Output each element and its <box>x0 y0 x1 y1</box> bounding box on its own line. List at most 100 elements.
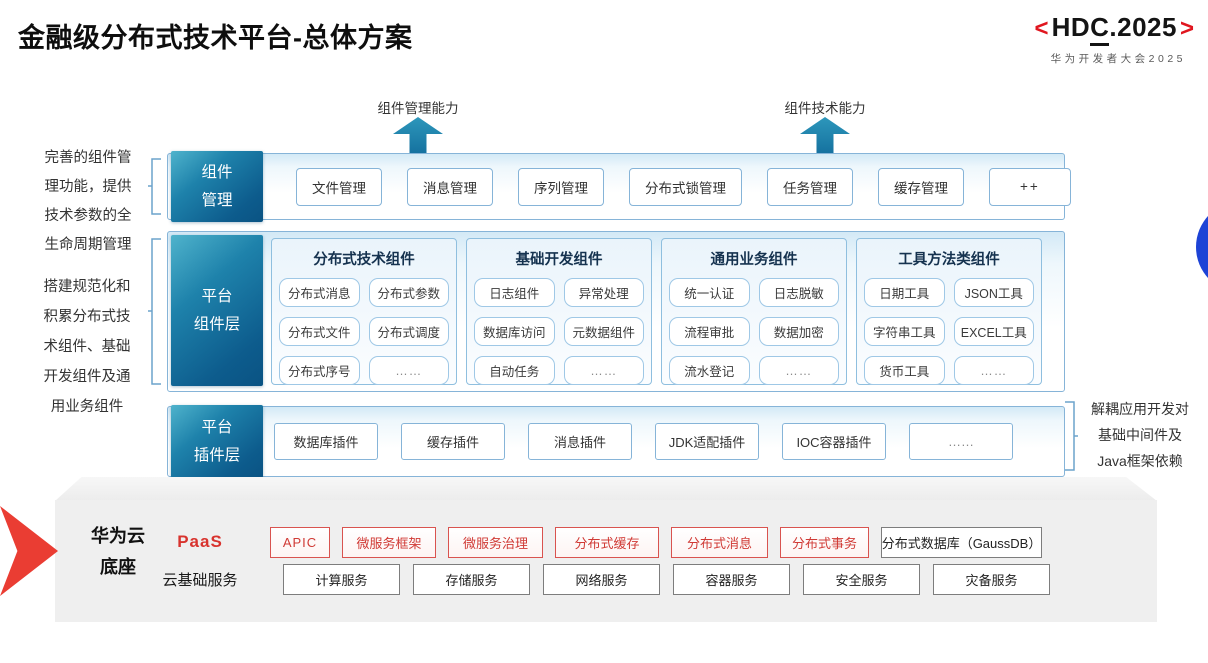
cloud-service-item: 灾备服务 <box>933 564 1050 595</box>
foundation-label: 华为云 底座 <box>91 526 145 577</box>
component-cell: 数据库访问 <box>474 317 555 346</box>
cloud-service-item: 计算服务 <box>283 564 400 595</box>
left-bracket-icon <box>148 158 161 215</box>
component-cell: EXCEL工具 <box>953 317 1034 346</box>
component-cell: 字符串工具 <box>864 317 945 346</box>
component-cell: 日期工具 <box>864 278 945 307</box>
cloud-service-item: 网络服务 <box>543 564 660 595</box>
component-cell: 统一认证 <box>669 278 750 307</box>
paas-tier-label: PaaS <box>177 532 223 551</box>
foundation-slab: 华为云 底座 PaaS 云基础服务 APIC 微服务框架 微服务治理 分布式缓存… <box>55 500 1157 622</box>
note-component-management: 完善的组件管 理功能，提供 技术参数的全 生命周期管理 <box>44 150 132 253</box>
component-cell: 分布式调度 <box>368 317 449 346</box>
plugin-item: JDK适配插件 <box>655 423 759 460</box>
cloud-service-item: 安全服务 <box>803 564 920 595</box>
red-chevron-icon <box>0 506 58 596</box>
paas-item: APIC <box>270 527 330 558</box>
management-item: 消息管理 <box>407 167 493 206</box>
component-cell: JSON工具 <box>953 278 1034 307</box>
paas-item: 分布式消息 <box>671 527 768 558</box>
management-item: 任务管理 <box>767 167 853 206</box>
component-cell: 异常处理 <box>563 278 644 307</box>
panel-title: 通用业务组件 <box>710 252 798 268</box>
left-bracket-icon <box>148 238 161 385</box>
component-cell-more: …… <box>563 356 644 385</box>
component-cell: 流程审批 <box>669 317 750 346</box>
blue-circle-decoration <box>1196 201 1208 293</box>
row-label-component-management: 组件 管理 <box>171 151 263 222</box>
plugin-items: 数据库插件 缓存插件 消息插件 JDK适配插件 IOC容器插件 …… <box>274 407 1013 476</box>
plugin-item: 缓存插件 <box>401 423 505 460</box>
panel-distributed-tech: 分布式技术组件 分布式消息 分布式参数 分布式文件 分布式调度 分布式序号 …… <box>271 238 457 385</box>
panel-grid: 分布式消息 分布式参数 分布式文件 分布式调度 分布式序号 …… <box>279 278 449 385</box>
logo-text-c: C <box>1090 12 1110 46</box>
component-cell: 元数据组件 <box>563 317 644 346</box>
component-cell: 货币工具 <box>864 356 945 385</box>
component-layer-panels: 分布式技术组件 分布式消息 分布式参数 分布式文件 分布式调度 分布式序号 ……… <box>271 238 1042 385</box>
management-item: 文件管理 <box>296 167 382 206</box>
cloud-service-items: 计算服务 存储服务 网络服务 容器服务 安全服务 灾备服务 <box>283 564 1050 595</box>
management-items: 文件管理 消息管理 序列管理 分布式锁管理 任务管理 缓存管理 ++ <box>296 154 1071 219</box>
row-label-plugin-layer: 平台 插件层 <box>171 405 263 478</box>
panel-title: 工具方法类组件 <box>898 252 1000 268</box>
panel-grid: 日志组件 异常处理 数据库访问 元数据组件 自动任务 …… <box>474 278 644 385</box>
component-cell: 日志脱敏 <box>758 278 839 307</box>
capability-label-management: 组件管理能力 <box>377 101 459 116</box>
component-cell: 日志组件 <box>474 278 555 307</box>
panel-tool-methods: 工具方法类组件 日期工具 JSON工具 字符串工具 EXCEL工具 货币工具 …… <box>856 238 1042 385</box>
panel-grid: 日期工具 JSON工具 字符串工具 EXCEL工具 货币工具 …… <box>864 278 1034 385</box>
component-cell: 自动任务 <box>474 356 555 385</box>
management-item: 缓存管理 <box>878 167 964 206</box>
management-item-more: ++ <box>989 167 1071 206</box>
component-cell-more: …… <box>758 356 839 385</box>
note-component-layer: 搭建规范化和 积累分布式技 术组件、基础 开发组件及通 用业务组件 <box>43 279 131 415</box>
component-cell: 数据加密 <box>758 317 839 346</box>
panel-title: 分布式技术组件 <box>313 252 415 268</box>
cloud-tier-label: 云基础服务 <box>162 571 238 589</box>
row-component-management: 组件 管理 文件管理 消息管理 序列管理 分布式锁管理 任务管理 缓存管理 ++ <box>167 151 1071 222</box>
foundation-slab-top-face <box>55 477 1157 501</box>
logo-left-bracket-icon: < <box>1034 15 1049 42</box>
cloud-service-item: 容器服务 <box>673 564 790 595</box>
management-item: 分布式锁管理 <box>629 167 742 206</box>
logo-subtitle: 华为开发者大会2025 <box>1050 53 1186 65</box>
management-item: 序列管理 <box>518 167 604 206</box>
paas-item-gaussdb: 分布式数据库（GaussDB） <box>881 527 1042 558</box>
component-cell: 分布式文件 <box>279 317 360 346</box>
plugin-item: IOC容器插件 <box>782 423 886 460</box>
up-arrow-icon <box>393 117 443 154</box>
logo-right-bracket-icon: > <box>1179 15 1194 42</box>
plugin-item: 消息插件 <box>528 423 632 460</box>
right-bracket-icon <box>1065 401 1078 471</box>
up-arrow-icon <box>800 117 850 154</box>
panel-common-business: 通用业务组件 统一认证 日志脱敏 流程审批 数据加密 流水登记 …… <box>661 238 847 385</box>
paas-item: 微服务框架 <box>342 527 436 558</box>
capability-label-technology: 组件技术能力 <box>784 101 866 116</box>
row-plugin-layer: 平台 插件层 数据库插件 缓存插件 消息插件 JDK适配插件 IOC容器插件 …… <box>167 405 1065 478</box>
paas-item: 微服务治理 <box>448 527 543 558</box>
panel-basic-dev: 基础开发组件 日志组件 异常处理 数据库访问 元数据组件 自动任务 …… <box>466 238 652 385</box>
component-cell-more: …… <box>368 356 449 385</box>
row-component-layer: 平台 组件层 分布式技术组件 分布式消息 分布式参数 分布式文件 分布式调度 分… <box>167 231 1065 392</box>
component-cell: 分布式参数 <box>368 278 449 307</box>
panel-grid: 统一认证 日志脱敏 流程审批 数据加密 流水登记 …… <box>669 278 839 385</box>
note-plugin-layer: 解耦应用开发对 基础中间件及 Java框架依赖 <box>1091 401 1189 469</box>
paas-item: 分布式事务 <box>780 527 869 558</box>
paas-items: APIC 微服务框架 微服务治理 分布式缓存 分布式消息 分布式事务 分布式数据… <box>270 527 1042 558</box>
component-cell: 流水登记 <box>669 356 750 385</box>
cloud-service-item: 存储服务 <box>413 564 530 595</box>
component-cell: 分布式消息 <box>279 278 360 307</box>
page-title: 金融级分布式技术平台-总体方案 <box>18 23 413 53</box>
row-label-component-layer: 平台 组件层 <box>171 235 263 386</box>
paas-item: 分布式缓存 <box>555 527 659 558</box>
component-cell: 分布式序号 <box>279 356 360 385</box>
logo-text-hd: HD <box>1051 12 1091 42</box>
plugin-item: 数据库插件 <box>274 423 378 460</box>
panel-title: 基础开发组件 <box>515 252 603 268</box>
logo-text-year: .2025 <box>1109 12 1177 42</box>
plugin-item-more: …… <box>909 423 1013 460</box>
